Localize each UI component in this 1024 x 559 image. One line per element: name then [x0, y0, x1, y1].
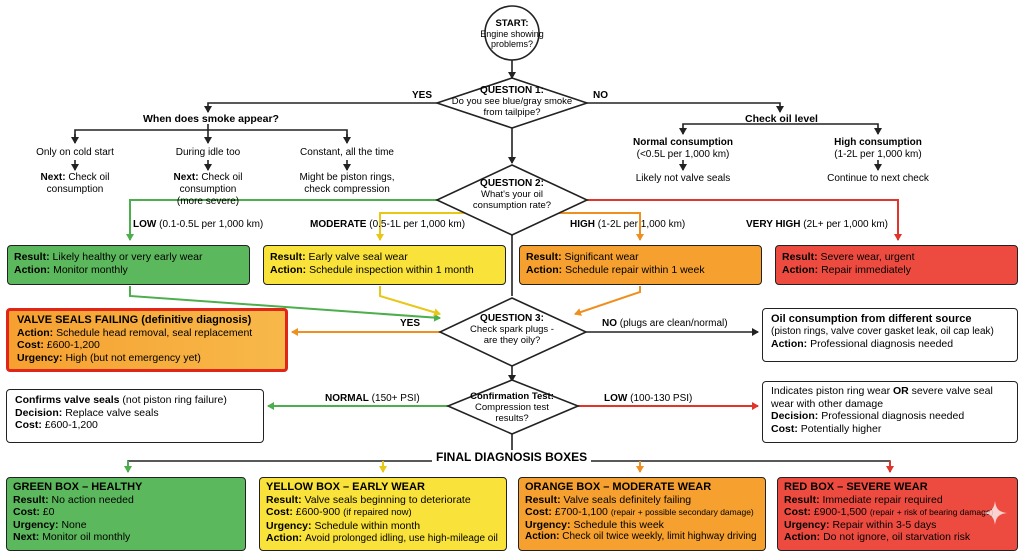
q1-no-label: NO	[593, 90, 608, 101]
cold-start-next: Next: Check oil	[40, 172, 110, 183]
normal-consumption-range: (<0.5L per 1,000 km)	[636, 149, 730, 160]
idle-next-3: (more severe)	[176, 196, 240, 207]
result-box-moderate: Result: Early valve seal wear Action: Sc…	[263, 245, 506, 285]
result-box-high: Result: Significant wear Action: Schedul…	[519, 245, 762, 285]
start-text-1: Engine showing	[480, 29, 544, 39]
result-box-very-high: Result: Severe wear, urgent Action: Repa…	[775, 245, 1018, 285]
final-box-yellow: YELLOW BOX – EARLY WEAR Result: Valve se…	[259, 477, 507, 551]
q3-text-1: Check spark plugs -	[470, 324, 554, 335]
normal-consumption-title: Normal consumption	[632, 137, 733, 148]
branch-low-label: LOW (0.1-0.5L per 1,000 km)	[133, 219, 264, 230]
q2-text-1: What's your oil	[480, 189, 543, 200]
question-2-diamond	[435, 164, 589, 236]
final-diagnosis-title: FINAL DIAGNOSIS BOXES	[432, 450, 592, 464]
piston-ring-wear-box: Indicates piston ring wear OR severe val…	[762, 381, 1018, 443]
q1-title: QUESTION 1:	[480, 85, 544, 96]
high-consumption-note: Continue to next check	[827, 173, 929, 184]
final-box-green: GREEN BOX – HEALTHY Result: No action ne…	[6, 477, 246, 551]
constant-note-1: Might be piston rings,	[299, 172, 395, 183]
confirmation-diamond	[445, 379, 581, 435]
q3-no-label: NO (plugs are clean/normal)	[602, 318, 728, 329]
confirmation-title: Confirmation Test:	[470, 391, 554, 402]
smoke-option-cold-start: Only on cold start	[36, 147, 114, 158]
start-title: START:	[495, 18, 529, 29]
normal-consumption-note: Likely not valve seals	[635, 173, 731, 184]
valve-seals-heading: VALVE SEALS FAILING (definitive diagnosi…	[17, 314, 252, 326]
question-1-diamond	[434, 77, 590, 129]
q2-title: QUESTION 2:	[480, 178, 544, 189]
final-box-red: RED BOX – SEVERE WEAR Result: Immediate …	[777, 477, 1018, 551]
final-box-orange: ORANGE BOX – MODERATE WEAR Result: Valve…	[518, 477, 766, 551]
q3-title: QUESTION 3:	[480, 313, 544, 324]
constant-note-2: check compression	[304, 184, 390, 195]
high-consumption-title: High consumption	[834, 137, 922, 148]
start-circle	[484, 5, 540, 61]
smoke-heading: When does smoke appear?	[143, 113, 279, 125]
cold-start-next-2: consumption	[46, 184, 104, 195]
other-source-box: Oil consumption from different source (p…	[762, 308, 1018, 362]
high-consumption-range: (1-2L per 1,000 km)	[834, 149, 922, 160]
branch-high-label: HIGH (1-2L per 1,000 km)	[570, 219, 686, 230]
q2-text-2: consumption rate?	[472, 200, 552, 211]
sparkle-icon	[983, 501, 1007, 525]
q3-text-2: are they oily?	[483, 335, 541, 346]
confirmation-text-2: results?	[495, 413, 529, 424]
oil-level-heading: Check oil level	[745, 113, 818, 125]
idle-next: Next: Check oil	[173, 172, 243, 183]
branch-moderate-label: MODERATE (0.5-1L per 1,000 km)	[310, 219, 466, 230]
valve-seals-failing-box: VALVE SEALS FAILING (definitive diagnosi…	[6, 308, 288, 372]
q1-text-1: Do you see blue/gray smoke	[451, 96, 573, 107]
idle-next-2: consumption	[179, 184, 237, 195]
q1-yes-label: YES	[412, 90, 433, 101]
q3-yes-label: YES	[400, 318, 421, 329]
confirmation-low-label: LOW (100-130 PSI)	[604, 393, 693, 404]
confirmation-normal-label: NORMAL (150+ PSI)	[325, 393, 420, 404]
smoke-option-constant: Constant, all the time	[300, 147, 394, 158]
smoke-option-idle: During idle too	[175, 147, 241, 158]
start-text-2: problems?	[490, 39, 534, 49]
result-box-low: Result: Likely healthy or very early wea…	[7, 245, 250, 285]
q1-text-2: from tailpipe?	[483, 107, 541, 118]
question-3-diamond	[438, 297, 588, 367]
confirmation-text-1: Compression test	[475, 402, 549, 413]
branch-very-high-label: VERY HIGH (2L+ per 1,000 km)	[746, 219, 889, 230]
confirms-valve-seals-box: Confirms valve seals (not piston ring fa…	[6, 389, 264, 443]
